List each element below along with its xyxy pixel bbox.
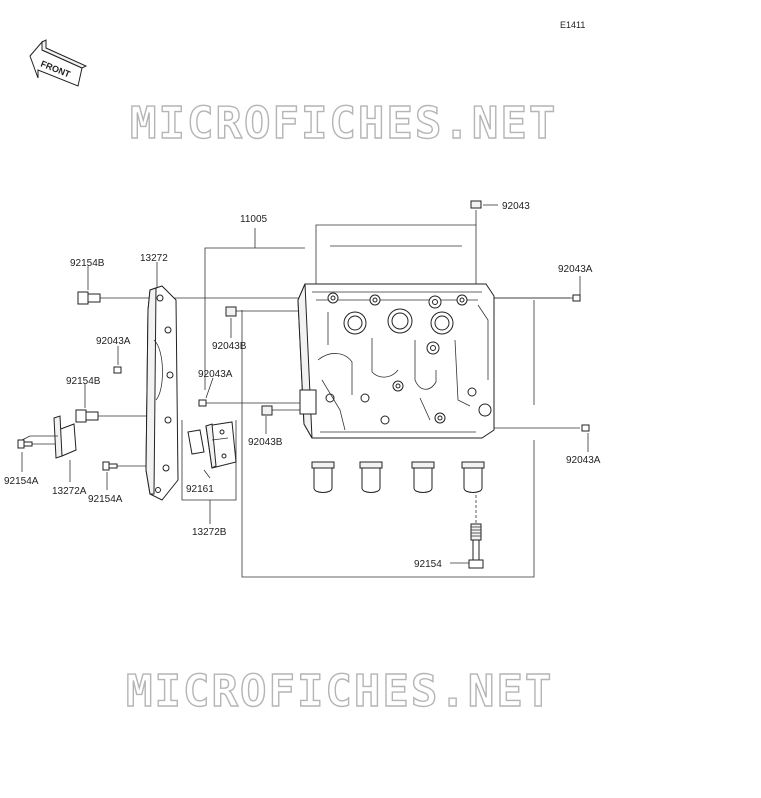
label-92043B-lower: 92043B	[248, 437, 283, 448]
bolt-92154A-left	[17, 439, 33, 449]
dowel-92043B-upper	[225, 306, 237, 317]
dowel-92043-top	[470, 200, 482, 209]
plate-13272B	[187, 421, 237, 469]
watermark-top: MICROFICHES.NET	[130, 98, 557, 149]
dowel-92043A-left	[113, 366, 122, 374]
dowel-92043A-right-bottom	[581, 424, 590, 432]
label-13272B: 13272B	[192, 527, 227, 538]
label-92043-top: 92043	[502, 201, 530, 212]
bearing-cap-3	[411, 461, 435, 493]
label-92043A-left: 92043A	[96, 336, 131, 347]
bolt-92154A-bottom	[102, 461, 118, 471]
bearing-cap-2	[359, 461, 383, 493]
bearing-cap-4	[461, 461, 485, 493]
label-92161: 92161	[186, 484, 214, 495]
bolt-92154B-mid	[75, 409, 99, 423]
plate-13272	[145, 285, 179, 501]
bearing-cap-1	[311, 461, 335, 493]
diagram-code: E1411	[560, 20, 585, 30]
dowel-92043A-mid	[198, 399, 207, 407]
label-92154B-top: 92154B	[70, 258, 105, 269]
label-92043A-right-top: 92043A	[558, 264, 593, 275]
watermark-bottom: MICROFICHES.NET	[126, 666, 553, 717]
bolt-92154B-top	[77, 291, 101, 305]
dowel-92043A-right-top	[572, 294, 581, 302]
bolt-92154	[468, 495, 484, 569]
label-92043A-mid: 92043A	[198, 369, 233, 380]
label-92154A-bottom: 92154A	[88, 494, 123, 505]
label-13272A: 13272A	[52, 486, 87, 497]
dowel-92043B-lower	[261, 405, 273, 416]
label-92154B-mid: 92154B	[66, 376, 101, 387]
label-92154: 92154	[414, 559, 442, 570]
label-92043A-right-bottom: 92043A	[566, 455, 601, 466]
front-arrow-icon: FRONT	[29, 39, 88, 87]
label-92043B-upper: 92043B	[212, 341, 247, 352]
label-11005: 11005	[240, 214, 268, 225]
label-13272: 13272	[140, 253, 168, 264]
label-92154A-left: 92154A	[4, 476, 39, 487]
bracket-13272A	[21, 415, 77, 459]
crankcase-11005	[297, 283, 495, 439]
